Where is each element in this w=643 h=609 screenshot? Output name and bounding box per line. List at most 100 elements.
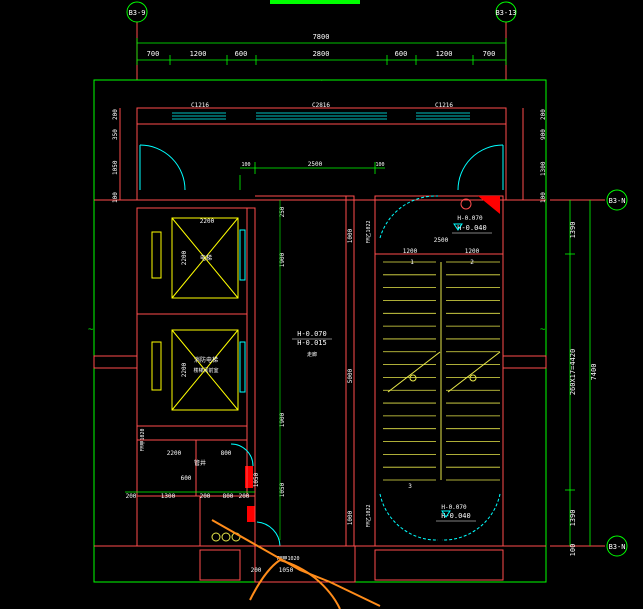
red-marker-stair (478, 196, 500, 214)
lower-side-dim-3: 1050 (253, 472, 260, 487)
right-big-dim-4: 100 (569, 544, 577, 557)
lower-rooms (136, 439, 356, 583)
bottom-walls (94, 545, 546, 581)
right-dim-1: 200 (540, 109, 547, 120)
elevator-dim-2: 2200 (181, 362, 188, 377)
corridor-walls (255, 195, 355, 547)
axis-bubble-b3-9: B3-9 (126, 1, 148, 23)
lower-side-dim-1: 2200 (167, 450, 182, 457)
window-tag-2: C2816 (312, 102, 330, 109)
elev-triangle-top (453, 223, 463, 231)
door-swing-top-right (457, 144, 504, 191)
stair-walls (374, 195, 504, 547)
right-total-dim: 7400 (590, 364, 598, 381)
stair-elev-bot-1: H-0.070 (441, 504, 467, 511)
right-big-dim-3: 1390 (569, 510, 577, 527)
stair-break-line-right (447, 351, 501, 393)
corridor-vdim-1: 250 (279, 206, 286, 217)
right-dim-3: 1300 (540, 161, 547, 176)
left-dim-3: 1050 (112, 160, 119, 175)
stair-door-tag-2: FM乙1022 (365, 504, 372, 527)
dim-seg-4: 2800 (313, 50, 330, 58)
bottom-fm-tag: FM甲1020 (276, 556, 299, 562)
right-dimension-chain (565, 200, 591, 546)
corridor-vdim-6: 1000 (347, 510, 354, 525)
svg-text:B3-N: B3-N (609, 197, 626, 205)
bottom-dim-5: 200 (239, 493, 250, 500)
bottom-dim-2: 1300 (161, 493, 176, 500)
stair-mark-1: 1 (410, 259, 414, 266)
dim-seg-1: 700 (147, 50, 160, 58)
stair-door-swing-bottom-right (441, 493, 501, 541)
red-marker-bottom (247, 506, 255, 522)
dim-seg-2: 1200 (190, 50, 207, 58)
window-left (172, 112, 226, 120)
overall-width-dim: 7800 (313, 33, 330, 41)
stair-elev-top-2: H-0.040 (457, 224, 487, 232)
stair-break-line-left (387, 351, 441, 393)
bottom-width-dim: 1050 (279, 567, 294, 574)
left-notch (93, 355, 547, 369)
axis-bubble-b3-n-top: B3-N (606, 189, 628, 211)
elev-triangle-bottom (441, 510, 451, 518)
stair-left-dim: 1200 (403, 248, 418, 255)
lower-side-dim-2: 800 (221, 450, 232, 457)
elevator-car-1 (151, 217, 246, 299)
elevator-car-2 (151, 329, 246, 411)
stair-flights (383, 261, 500, 481)
elevator-top-dim: 2200 (200, 218, 215, 225)
right-big-dim-1: 1390 (569, 222, 577, 239)
corridor-vdim-5: 1000 (347, 228, 354, 243)
stair-width-dim: 2500 (434, 237, 449, 244)
left-dim-4: 100 (112, 192, 119, 203)
break-mark-left: ~ (88, 325, 94, 335)
axis-bubble-b3-n-bottom: B3-N (606, 535, 628, 557)
corridor-vdim-2: 1900 (279, 252, 286, 267)
corridor-side-dim-2: 100 (375, 162, 384, 168)
dim-seg-3: 600 (235, 50, 248, 58)
window-right (416, 112, 470, 120)
bottom-dim-6: 600 (181, 475, 192, 482)
corridor-side-dim-1: 100 (241, 162, 250, 168)
stair-mark-3: 3 (408, 483, 412, 490)
corridor-label: 走廊 (307, 351, 317, 358)
bottom-dim-3: 200 (200, 493, 211, 500)
stair-elev-bot-2: H-0.040 (441, 512, 471, 520)
window-tag-1: C1216 (191, 102, 209, 109)
red-marker-lower (245, 466, 253, 488)
svg-text:B3-9: B3-9 (129, 9, 146, 17)
elevator-label-3: 楼梯间前室 (193, 367, 218, 374)
break-mark-right: ~ (540, 325, 546, 335)
stair-mark-2: 2 (470, 259, 474, 266)
elevator-dim-1: 2200 (181, 250, 188, 265)
break-mark-top: ~ (318, 76, 324, 86)
top-wall (119, 107, 524, 200)
corridor-vdim-7: 1050 (279, 482, 286, 497)
stair-marker-left (409, 374, 417, 382)
annotation-sketch-stroke-2 (249, 558, 341, 609)
corridor-dim-line (239, 162, 385, 190)
dim-seg-6: 1200 (436, 50, 453, 58)
shaft-label: 管井 (194, 459, 206, 467)
red-circle-stair (460, 198, 472, 210)
door-swing-lower (230, 443, 254, 467)
corridor-elev-1: H-0.070 (297, 330, 327, 338)
right-dim-2: 900 (540, 129, 547, 140)
stair-door-swing-bottom (379, 493, 439, 541)
elevator-label-2: 消防电梯 (194, 356, 218, 364)
stair-elev-top-1: H-0.070 (457, 215, 483, 222)
right-dim-4: 100 (540, 192, 547, 203)
stair-door-tag: FM乙1022 (365, 220, 372, 243)
bottom-dim-4: 800 (223, 493, 234, 500)
elevator-label-1: 电梯 (200, 254, 212, 262)
annotation-sketch-stroke-1 (211, 519, 381, 607)
svg-text:B3-N: B3-N (609, 543, 626, 551)
stair-marker-right (469, 374, 477, 382)
stair-door-swing-top (379, 195, 439, 239)
window-tag-3: C1216 (435, 102, 453, 109)
top-bar-fragment (270, 0, 360, 4)
left-dim-2: 200 (112, 109, 119, 120)
bottom-small-dim: 200 (251, 567, 262, 574)
corridor-vdim-3: 5000 (347, 368, 354, 383)
